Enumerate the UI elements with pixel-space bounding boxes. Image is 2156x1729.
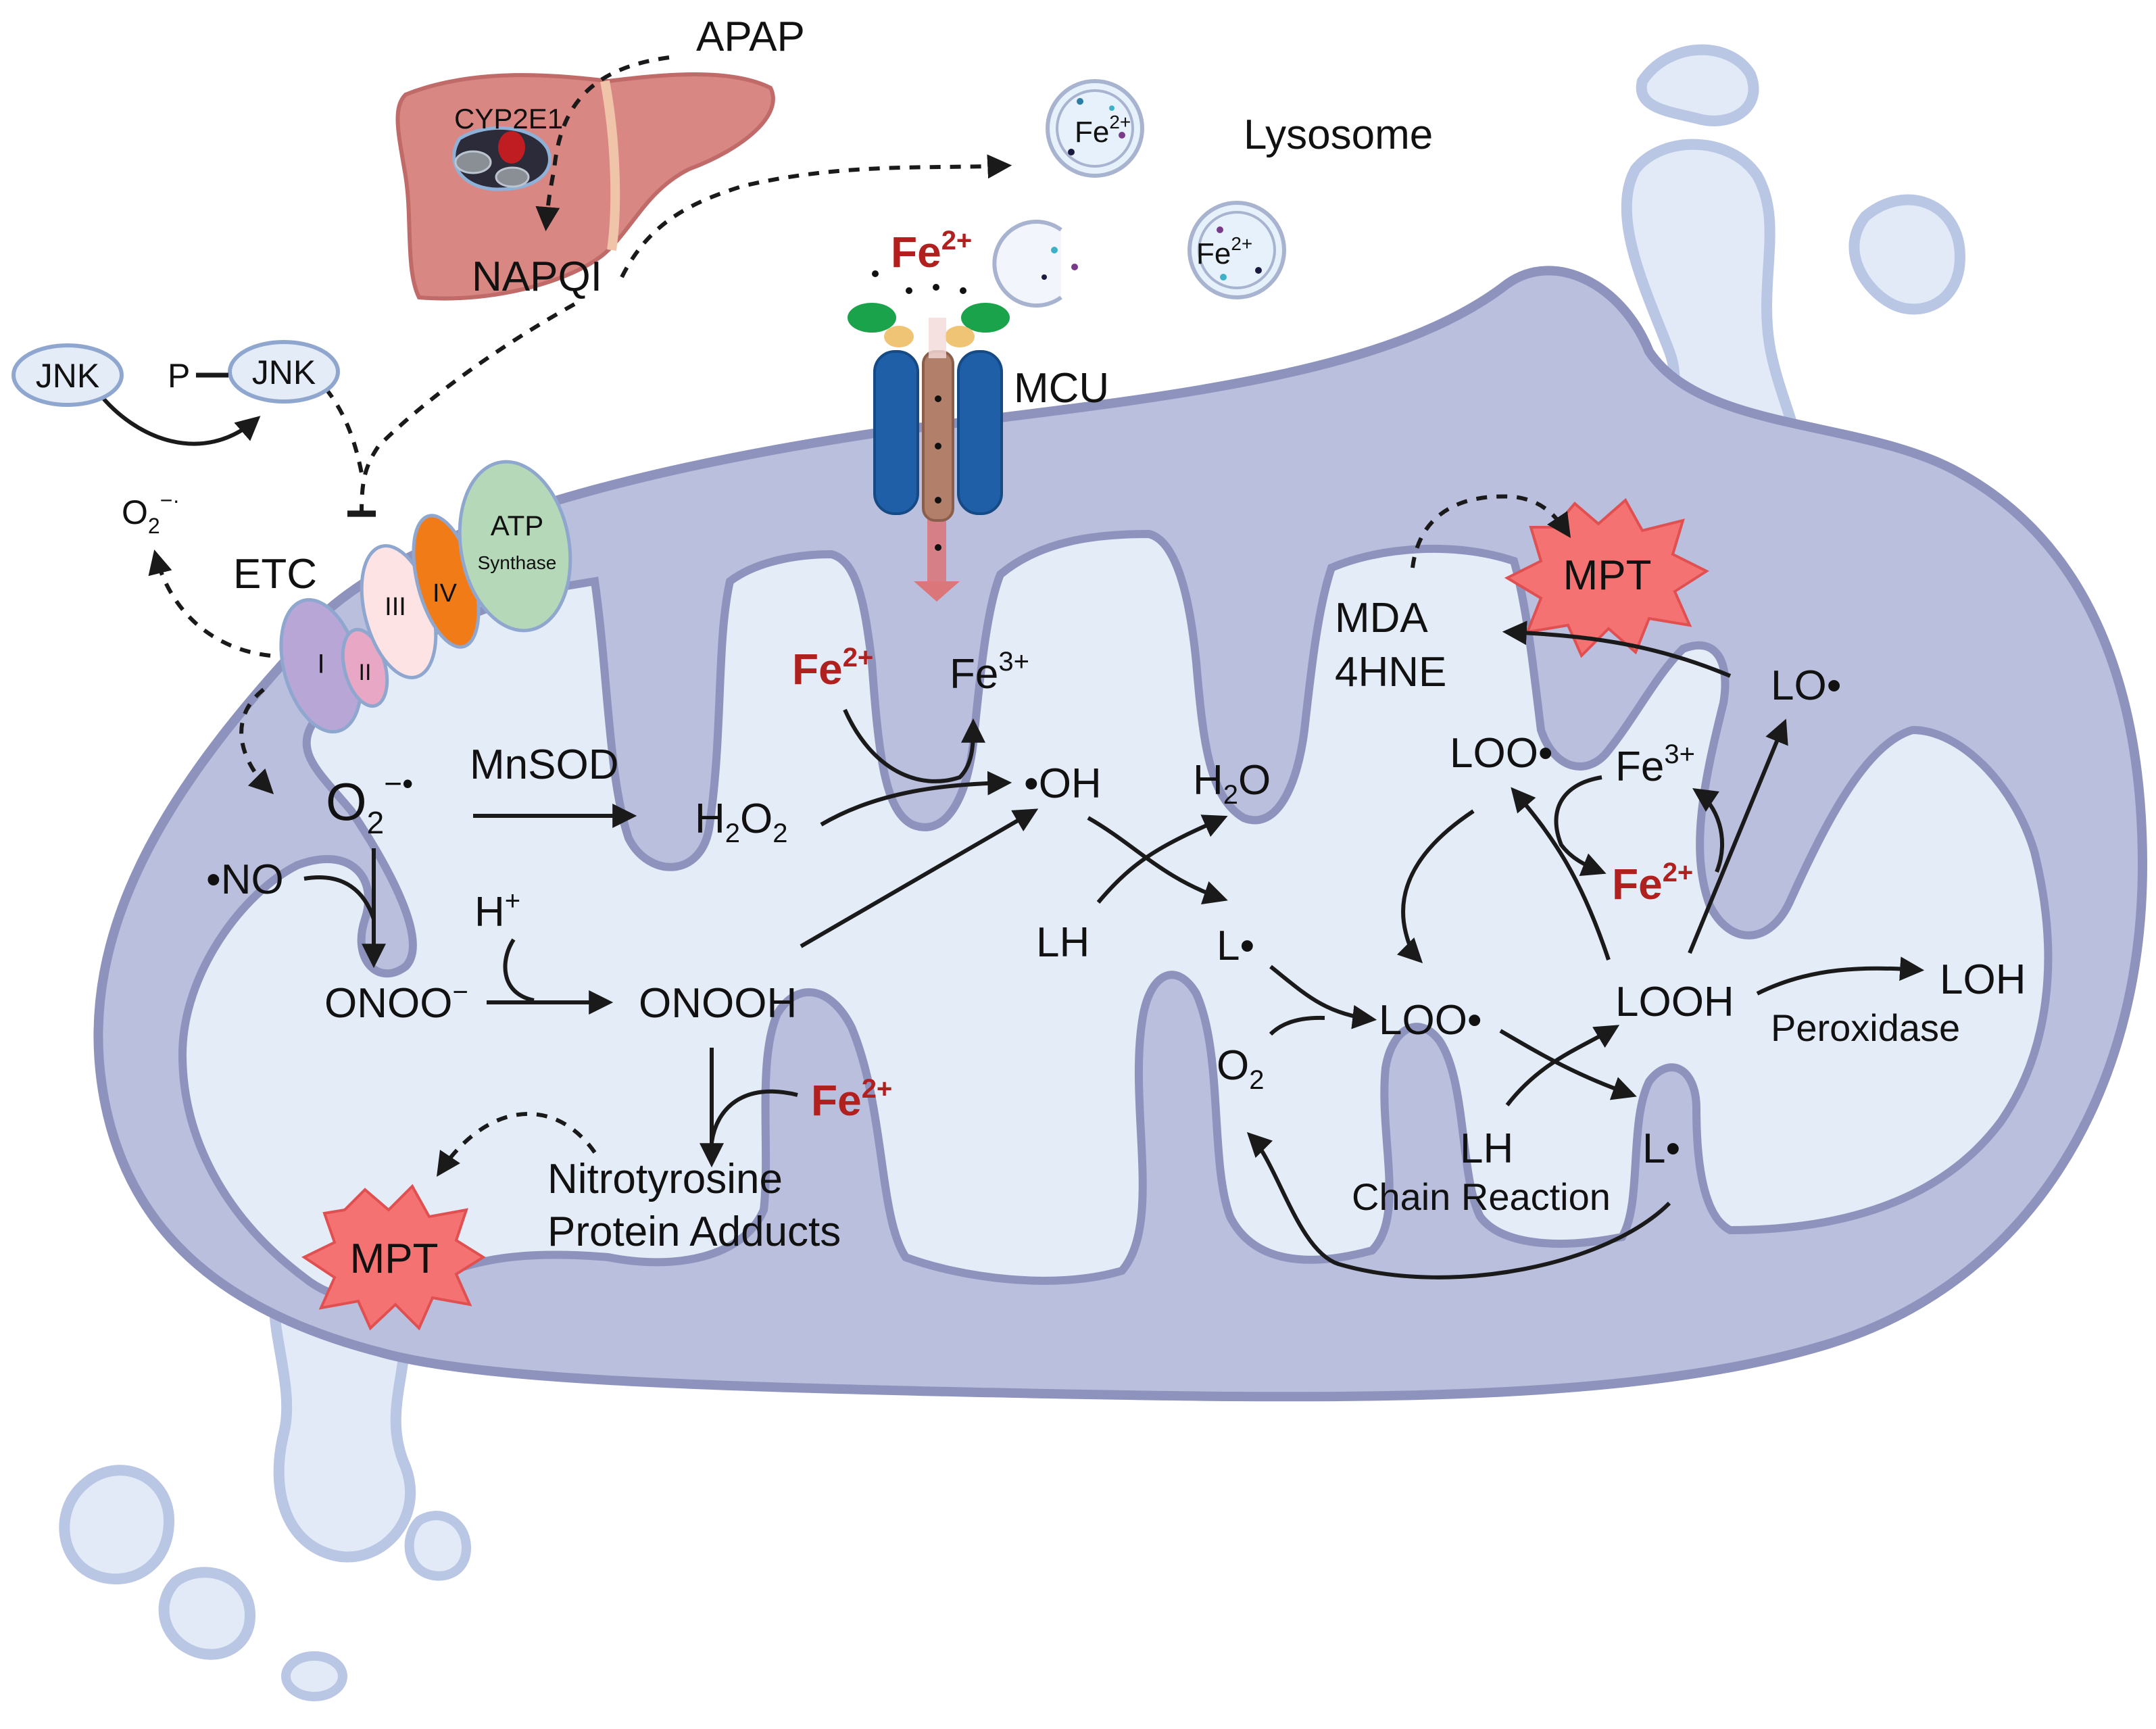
lysosome-icon	[992, 79, 1286, 308]
peroxynitrite-label: ONOO−	[324, 977, 468, 1027]
labels: APAP CYP2E1 NAPQI Lysosome Fe2+ Fe2+ MCU…	[11, 14, 2026, 1282]
fe2-nitro-label: Fe2+	[811, 1074, 892, 1125]
superoxide-label: O2−•	[326, 766, 413, 840]
lipid-radical-label-1: L•	[1217, 923, 1254, 969]
apap-label: APAP	[696, 14, 805, 60]
nitric-oxide-label: •NO	[206, 856, 284, 903]
svg-text:JNK: JNK	[36, 357, 99, 395]
lysosome-fe-label-1: Fe2+	[1075, 112, 1131, 149]
complex-iii-label: III	[385, 593, 406, 621]
hydroxyl-label: •OH	[1024, 760, 1102, 807]
atp-synthase-label: ATP	[491, 510, 544, 541]
jnk-o2-label: O2−·	[122, 488, 180, 538]
hne-label: 4HNE	[1335, 649, 1446, 696]
napqi-label: NAPQI	[472, 253, 602, 300]
starburst-icon	[301, 497, 1710, 1331]
atp-synthase-sublabel: Synthase	[478, 552, 557, 573]
mpt-upper-label: MPT	[1563, 552, 1652, 599]
p-jnk-node: JNK	[228, 340, 340, 404]
svg-text:JNK: JNK	[252, 354, 316, 391]
etc-label: ETC	[233, 551, 317, 598]
mcu-label: MCU	[1014, 365, 1109, 412]
pathway-arrows	[96, 55, 1925, 1280]
peroxidase-label: Peroxidase	[1771, 1006, 1960, 1049]
h2o-label: H2O	[1193, 757, 1271, 810]
complex-ii-label: II	[359, 660, 372, 685]
complex-i-label: I	[317, 650, 324, 679]
chain-fe2-label: Fe2+	[1612, 858, 1693, 908]
alkoxyl-radical-label: LO•	[1771, 662, 1841, 709]
etc-complexes: I II III IV ATP Synthase	[279, 460, 572, 734]
lh-label-1: LH	[1036, 919, 1089, 966]
lh-label-2: LH	[1460, 1125, 1513, 1172]
h2o2-label: H2O2	[695, 796, 788, 848]
chain-reaction-label: Chain Reaction	[1352, 1175, 1611, 1218]
fe-influx-label: Fe2+	[891, 226, 972, 276]
lysosome-fe-label-2: Fe2+	[1196, 233, 1252, 270]
mpt-lower-label: MPT	[350, 1236, 439, 1282]
loh-label: LOH	[1940, 956, 2026, 1003]
chain-fe3-label: Fe3+	[1615, 739, 1695, 790]
jnk-node: JNK	[11, 343, 124, 407]
phospho-label: P	[168, 357, 190, 395]
protein-adducts-label: Protein Adducts	[547, 1209, 841, 1255]
complex-iv-label: IV	[433, 579, 458, 608]
nitrotyrosine-label: Nitrotyrosine	[547, 1156, 783, 1202]
fenton-fe2-label: Fe2+	[792, 643, 873, 693]
mda-label: MDA	[1335, 595, 1428, 641]
mnsod-label: MnSOD	[470, 741, 618, 788]
o2-chain-label: O2	[1217, 1042, 1264, 1095]
looh-label: LOOH	[1615, 979, 1734, 1025]
lysosome-label: Lysosome	[1244, 112, 1433, 158]
loo-top-label: LOO•	[1450, 730, 1553, 777]
onooh-label: ONOOH	[639, 980, 797, 1027]
mcu-channel-icon	[848, 270, 1010, 602]
liver-organ-icon	[395, 72, 775, 301]
fenton-fe3-label: Fe3+	[950, 647, 1029, 698]
cyp2e1-label: CYP2E1	[454, 103, 563, 135]
lipid-radical-label-2: L•	[1642, 1125, 1680, 1172]
h-plus-label: H+	[474, 886, 520, 935]
loo-mid-label: LOO•	[1379, 997, 1482, 1044]
